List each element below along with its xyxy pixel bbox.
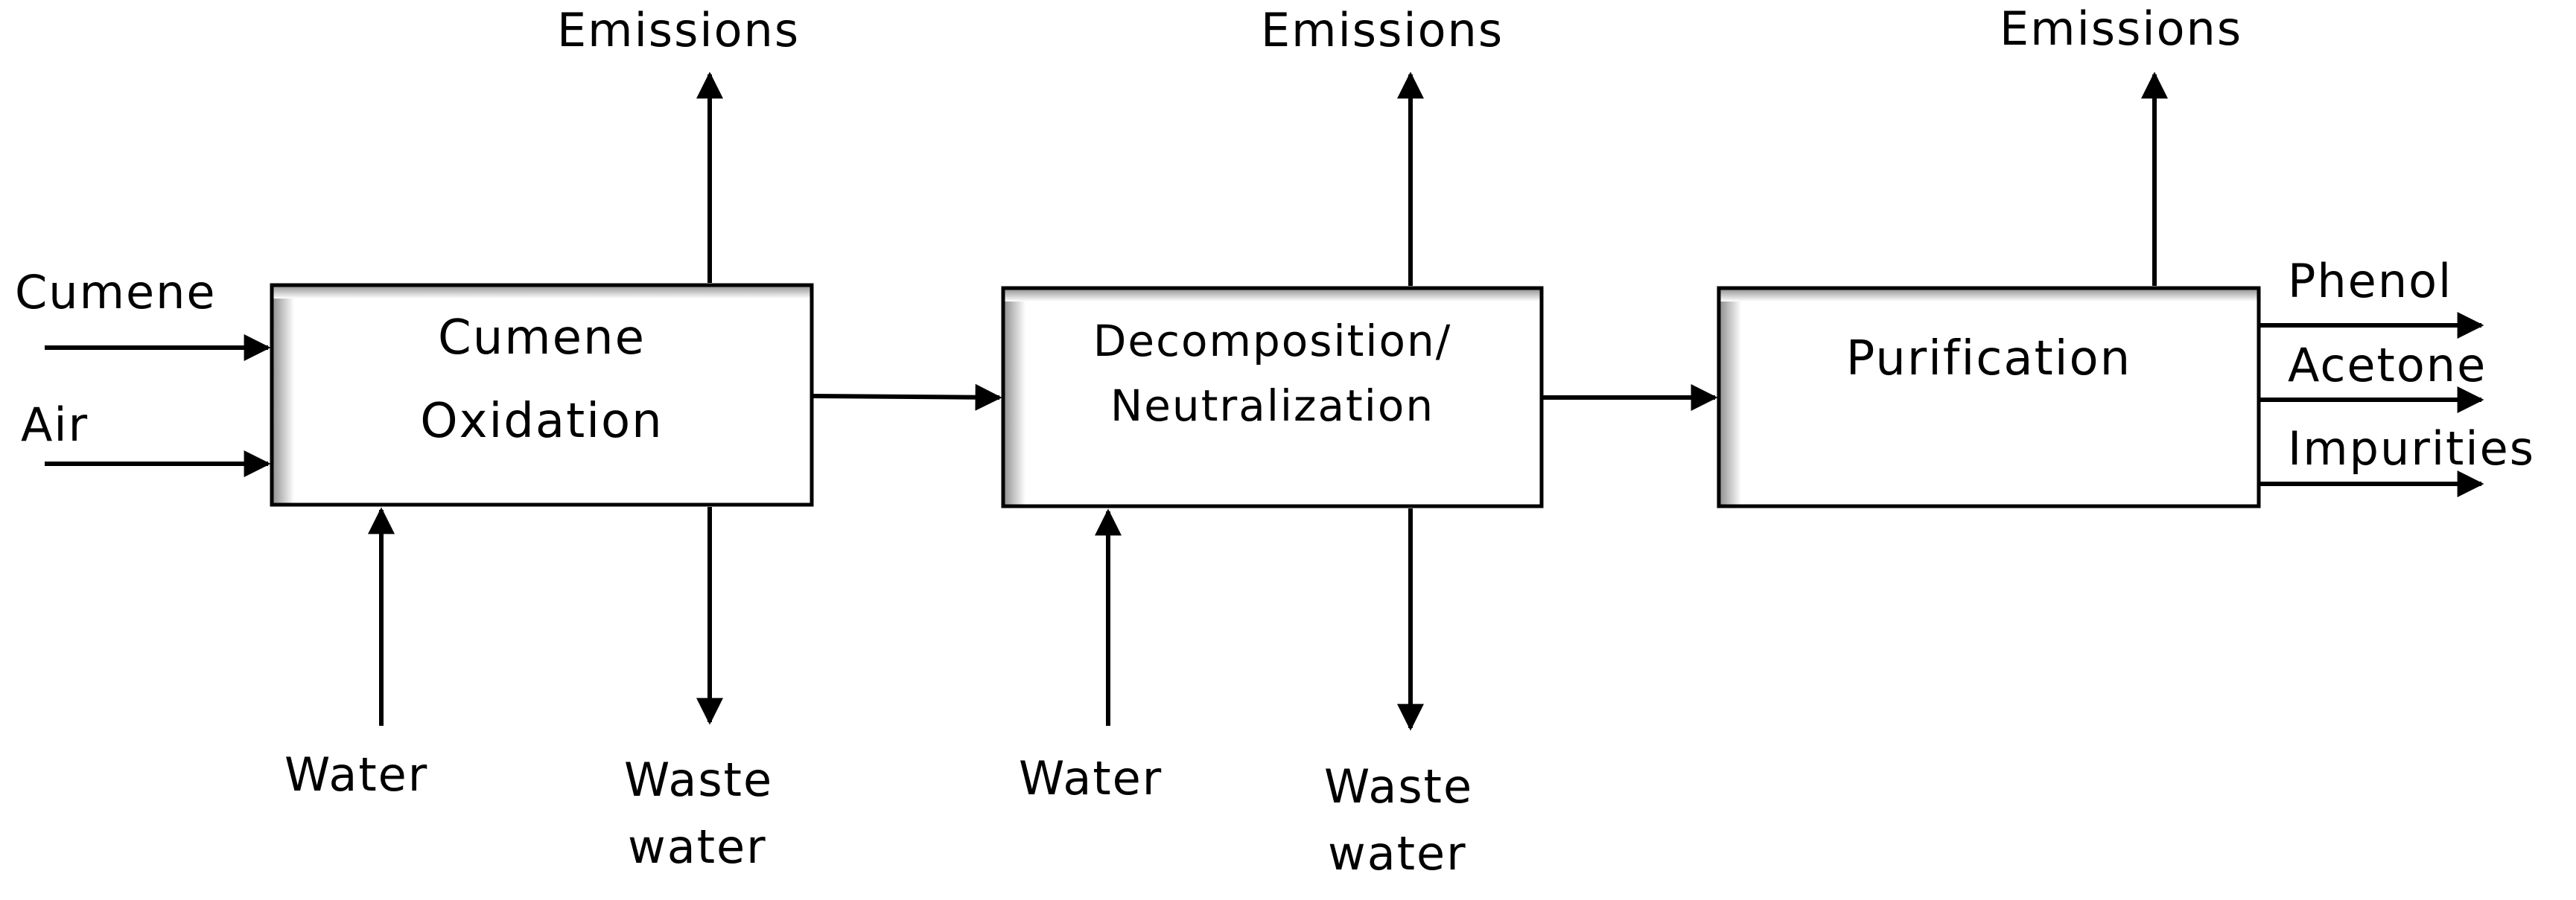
oxidation-to-decomposition-arrow	[812, 383, 1002, 411]
decomposition-label: Decomposition/ Neutralization	[1003, 299, 1542, 447]
emissions-3-label: Emissions	[2000, 1, 2243, 56]
cumene-oxidation-box	[270, 283, 814, 507]
waste-water-1-line2: water	[628, 819, 767, 874]
acetone-label: Acetone	[2288, 338, 2487, 392]
cumene-oxidation-line1: Cumene	[438, 310, 646, 366]
decomposition-line1: Decomposition/	[1093, 316, 1452, 366]
decomposition-line2: Neutralization	[1110, 380, 1435, 431]
waste-water-1-label: Waste water	[624, 747, 773, 881]
purification-box	[1717, 286, 2261, 508]
waste-water-2-line1: Waste	[1324, 759, 1474, 814]
decomposition-box	[1001, 286, 1544, 508]
phenol-label: Phenol	[2288, 254, 2453, 308]
water-1-label: Water	[284, 747, 429, 802]
impurities-label: Impurities	[2288, 421, 2536, 476]
water-2-label: Water	[1019, 751, 1163, 805]
emissions-2-label: Emissions	[1261, 3, 1504, 57]
air-input-label: Air	[21, 398, 89, 452]
cumene-oxidation-label: Cumene Oxidation	[272, 296, 812, 463]
waste-water-2-label: Waste water	[1324, 753, 1473, 887]
cumene-input-label: Cumene	[15, 265, 217, 319]
waste-water-2-line2: water	[1328, 826, 1467, 881]
waste-water-1-line1: Waste	[624, 753, 774, 807]
purification-line1: Purification	[1845, 331, 2132, 386]
cumene-oxidation-line2: Oxidation	[420, 394, 664, 449]
emissions-1-label: Emissions	[557, 3, 801, 57]
purification-label: Purification	[1719, 317, 2259, 400]
